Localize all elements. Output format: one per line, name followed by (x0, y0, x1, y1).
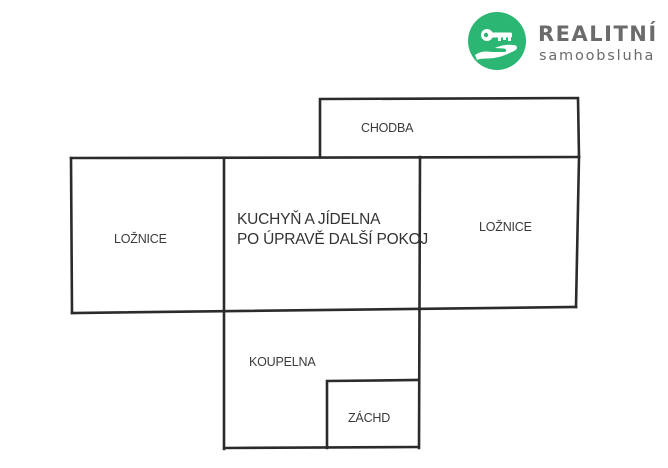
key-in-hand-icon (468, 12, 526, 70)
room-label-chodba: CHODBA (361, 121, 414, 135)
room-label-loznice-right: LOŽNICE (479, 220, 532, 234)
logo-subtitle: samoobsluha (539, 48, 656, 64)
room-label-zachod: ZÁCHD (348, 411, 391, 425)
room-label-kuchyn-line1: KUCHYŇ A JÍDELNA (237, 211, 381, 228)
brand-logo: REALITNÍ samoobsluha (468, 12, 668, 82)
room-label-loznice-left: LOŽNICE (114, 232, 167, 246)
room-label-koupelna: KOUPELNA (249, 355, 316, 369)
logo-title: REALITNÍ (538, 22, 658, 46)
wall-chodba (318, 96, 581, 159)
room-label-kuchyn-line2: PO ÚPRAVĚ DALŠÍ POKOJ (237, 231, 429, 248)
